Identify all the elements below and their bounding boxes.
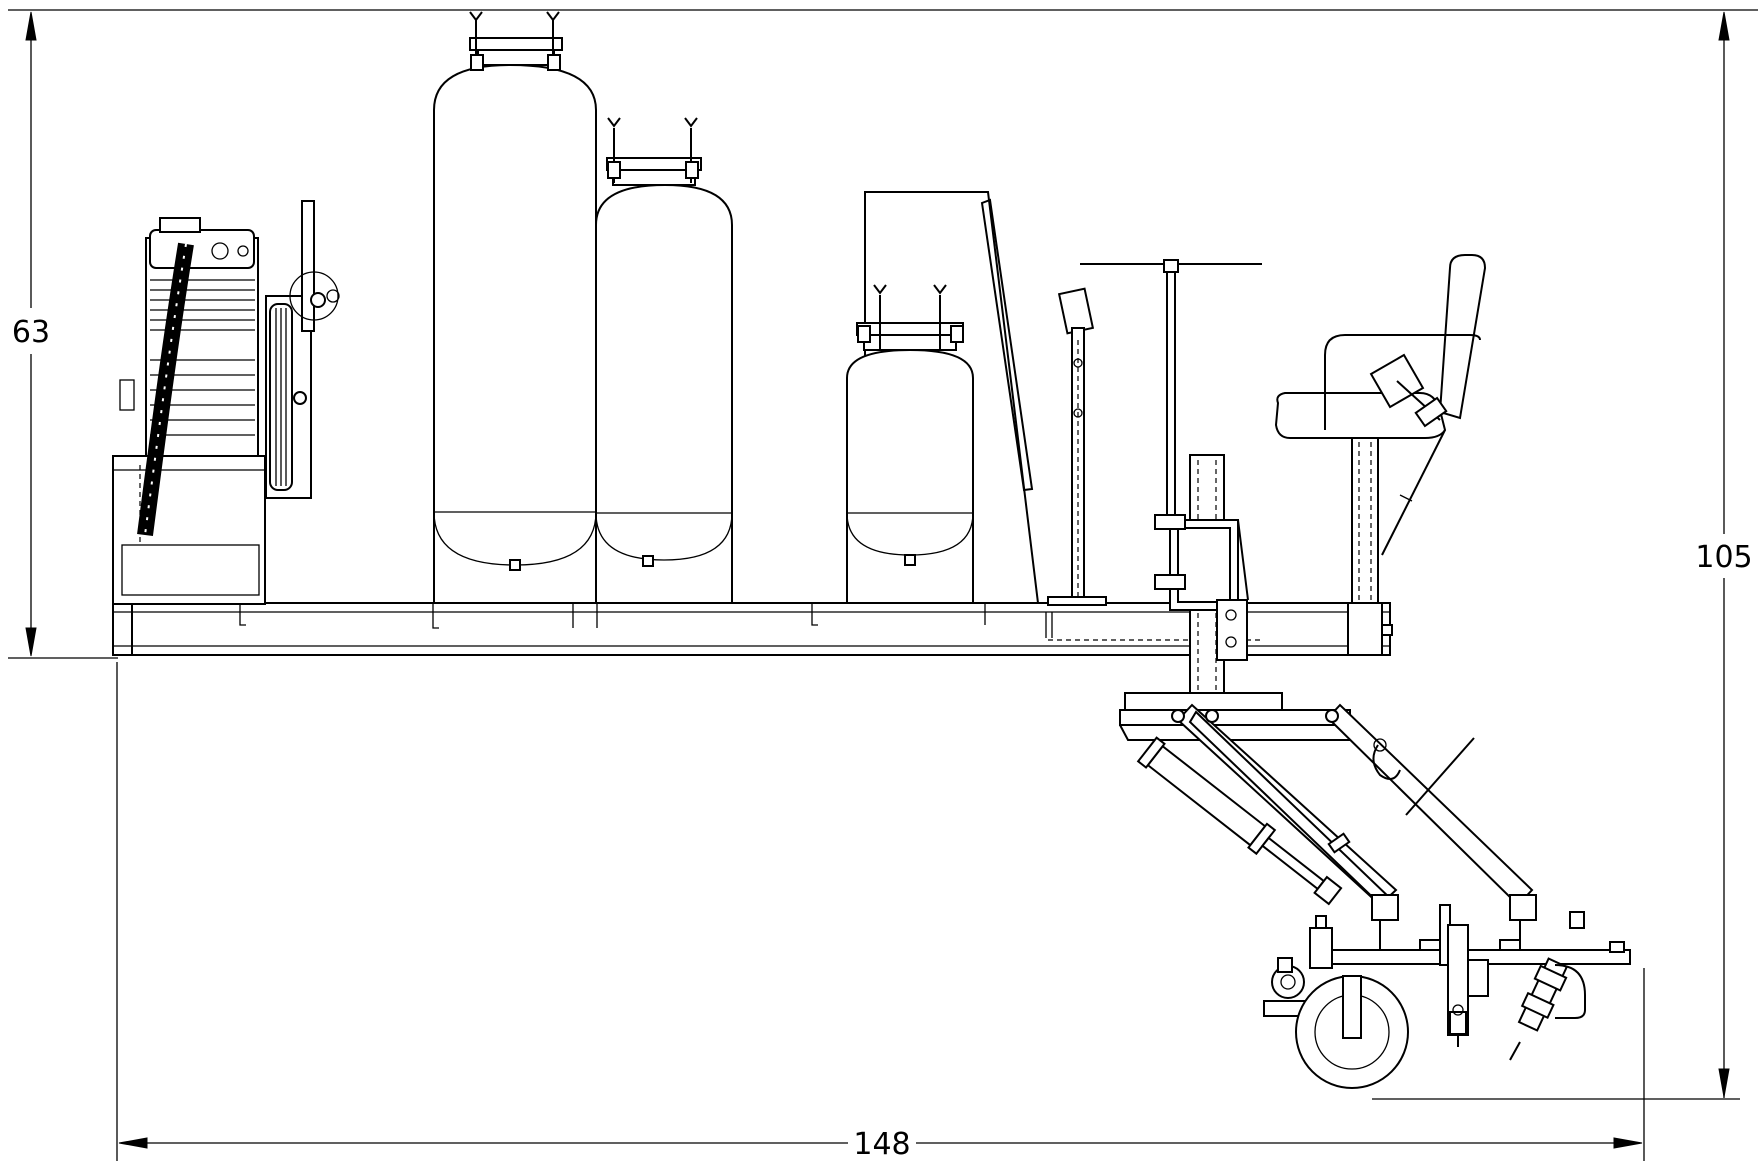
engine-compressor-unit — [112, 200, 340, 605]
small-tank — [846, 284, 974, 604]
operator-seat — [1274, 254, 1487, 656]
lower-platform — [1119, 692, 1351, 741]
dimension-overall-height: 105 — [1372, 11, 1753, 1100]
parallel-linkage — [1136, 703, 1534, 914]
main-frame — [112, 602, 1391, 656]
frame-height-label: 63 — [12, 315, 50, 350]
overall-height-label: 105 — [1695, 540, 1752, 575]
dimension-overall-length: 148 — [116, 662, 1645, 1161]
control-lever — [1047, 287, 1107, 606]
dimension-frame-height: 63 — [8, 9, 1758, 659]
steering-t-handle — [1080, 259, 1262, 518]
medium-tank — [595, 117, 733, 604]
marking-carriage — [1263, 894, 1631, 1089]
large-tank — [433, 11, 597, 604]
overall-length-label: 148 — [853, 1127, 910, 1161]
